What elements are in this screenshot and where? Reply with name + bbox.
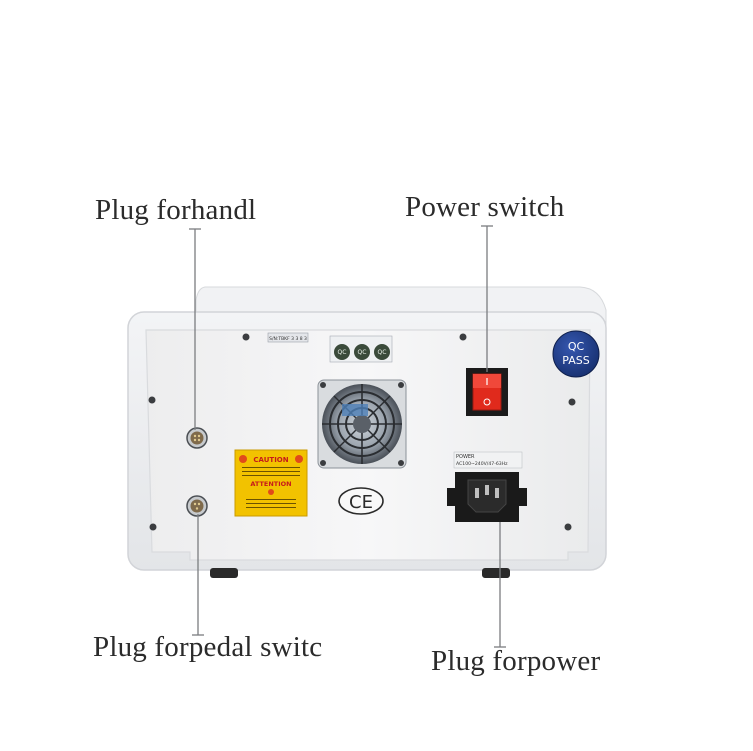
rocker-switch-icon bbox=[466, 368, 508, 416]
qc-pass-badge: QC PASS bbox=[552, 330, 600, 378]
qc-badge-line1: QC bbox=[568, 340, 585, 353]
qc-sticker-2: QC bbox=[358, 349, 367, 356]
pedal-connector-icon bbox=[186, 495, 208, 517]
callout-handle-plug: Plug forhandl bbox=[95, 194, 257, 226]
power-rating-label: POWER AC100~240V/47-63Hz bbox=[453, 451, 523, 469]
fan-icon bbox=[317, 379, 407, 469]
callout-pedal-plug: Plug forpedal switc bbox=[93, 631, 323, 663]
qc-sticker-3: QC bbox=[378, 349, 387, 356]
qc-sticker-1: QC bbox=[338, 349, 347, 356]
qc-badge-line2: PASS bbox=[562, 354, 589, 367]
screw-icon bbox=[148, 333, 576, 531]
foot-right bbox=[482, 568, 510, 578]
caution-subtitle: ATTENTION bbox=[250, 480, 291, 488]
caution-title: CAUTION bbox=[253, 456, 288, 464]
leader-lines bbox=[189, 225, 506, 648]
power-label-spec: AC100~240V/47-63Hz bbox=[456, 461, 508, 467]
ce-mark-text: CE bbox=[349, 492, 373, 513]
ce-mark: CE bbox=[338, 487, 384, 515]
serial-label bbox=[267, 332, 309, 343]
callout-power-switch: Power switch bbox=[405, 191, 565, 223]
caution-sticker: CAUTION ATTENTION bbox=[234, 449, 308, 517]
serial-label-text: S/N:TBKF 3 3 8 3 bbox=[269, 336, 307, 342]
qc-stickers: QC QC QC bbox=[334, 344, 390, 360]
iec-socket-icon bbox=[447, 472, 527, 522]
callout-power-plug: Plug forpower bbox=[431, 645, 601, 677]
foot-left bbox=[210, 568, 238, 578]
handle-connector-icon bbox=[186, 427, 208, 449]
power-label-title: POWER bbox=[456, 454, 475, 460]
